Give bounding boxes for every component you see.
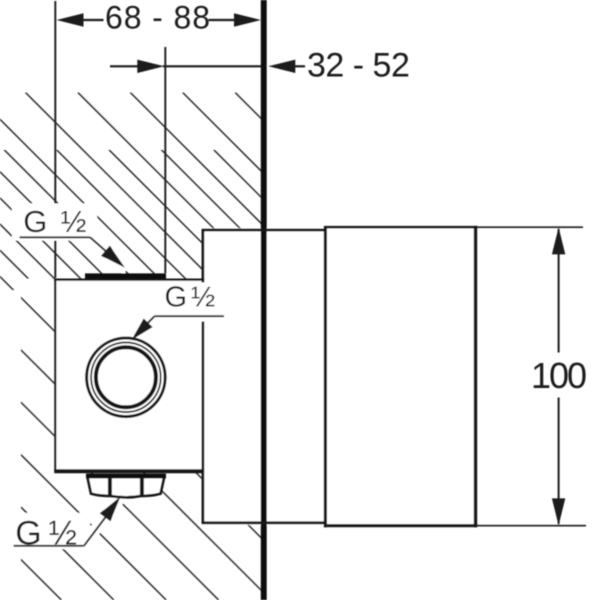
svg-text:G½: G½ [165,282,220,314]
svg-text:G ½: G ½ [23,204,88,239]
svg-text:68 - 88: 68 - 88 [105,0,211,35]
svg-text:32 - 52: 32 - 52 [307,46,409,84]
svg-text:G ½: G ½ [15,515,76,553]
svg-text:100: 100 [531,355,586,396]
